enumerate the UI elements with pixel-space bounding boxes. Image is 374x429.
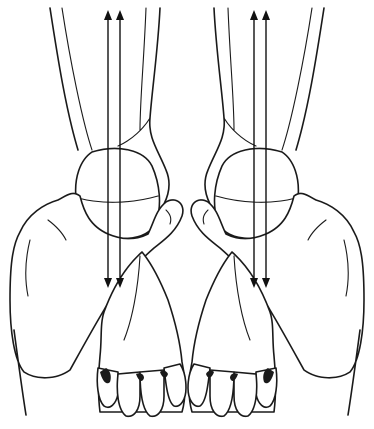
left-ankle-view [10, 8, 186, 416]
right-ankle-view [188, 8, 364, 416]
